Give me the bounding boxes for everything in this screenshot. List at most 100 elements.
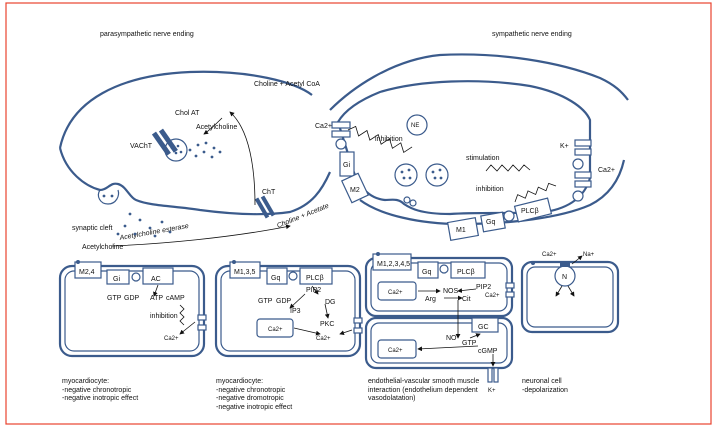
- cell3-ca-store: Ca2+: [388, 290, 403, 296]
- label-synaptic-cleft: synaptic cleft: [72, 225, 113, 232]
- cell-myocardiocyte-2: [214, 260, 363, 358]
- cell4-n: N: [562, 274, 567, 281]
- caption-line: vasodolatation): [368, 395, 416, 402]
- cht-transporter: [254, 197, 270, 219]
- label-inhibition-2: inhibition: [476, 186, 504, 193]
- label-ca-symp: Ca2+: [315, 123, 332, 130]
- caption-cell4: neuronal cell -depolarization: [522, 378, 568, 395]
- cell3-gtp: GTP: [462, 340, 477, 347]
- ne-vesicle: [406, 114, 428, 136]
- cell2-pip2: PIP2: [306, 287, 321, 294]
- m2-symp-box: [340, 172, 370, 204]
- label-k-plus: K+: [560, 143, 569, 150]
- cell1-atp: ATP: [150, 295, 163, 302]
- sympathetic-nerve-ending: [329, 53, 629, 241]
- cell2-gq: Gq: [271, 275, 280, 282]
- cell3-nos: NOS: [443, 288, 459, 295]
- k-channel: [574, 139, 592, 147]
- cell3-pip2: PIP2: [476, 284, 491, 291]
- cell1-inhibition: inhibition: [150, 313, 178, 320]
- label-acetylcholine-esterase: Acetylcholine esterase: [118, 223, 189, 242]
- caption-line: -negative chronotropic: [62, 386, 132, 394]
- label-cht: ChT: [262, 189, 276, 196]
- cell3-arg: Arg: [425, 296, 436, 303]
- caption-line: interaction (endothelium dependent: [368, 386, 478, 394]
- ca-channel-symp-right: [574, 171, 592, 179]
- cell2-dg: DG: [325, 299, 336, 306]
- cell2-plcb: PLCβ: [306, 275, 324, 282]
- cell1-gi: Gi: [113, 276, 120, 283]
- cell-smooth-muscle: [364, 300, 514, 383]
- caption-line: myocardiocyte:: [62, 378, 110, 385]
- cell3-cgmp: cGMP: [478, 348, 498, 355]
- cell2-gtp: GTP: [258, 298, 273, 305]
- caption-cell1: myocardiocyte: -negative chronotropic -n…: [62, 378, 138, 404]
- label-acetylcholine-bottom: Acetylcholine: [82, 244, 123, 251]
- cell3-plcb: PLCβ: [457, 269, 475, 276]
- cell2-ca-store: [256, 318, 294, 338]
- cell1-ac: AC: [151, 276, 161, 283]
- label-inhibition-1: inhibition: [375, 136, 403, 143]
- cell4-ca: Ca2+: [542, 252, 557, 258]
- cell1-gdp: GDP: [124, 295, 140, 302]
- cell3-ca-store2: Ca2+: [388, 348, 403, 354]
- gq-symp-box: [480, 211, 506, 233]
- cell1-receptor-box: [74, 261, 102, 279]
- label-ca-symp-right: Ca2+: [598, 167, 615, 174]
- caption-line: endothelial-vascular smooth muscle: [368, 378, 480, 385]
- caption-cell2: myocardiocyte: -negative chronotropic -n…: [216, 378, 292, 412]
- cell2-ca: Ca2+: [316, 336, 331, 342]
- cell-endothelial: [364, 252, 515, 318]
- label-parasympathetic: parasympathetic nerve ending: [100, 31, 194, 38]
- label-gq-symp: Gq: [486, 219, 495, 226]
- cell3-no: NO: [446, 335, 457, 342]
- cell3-cit: Cit: [462, 296, 471, 303]
- cell2-ip3: IP3: [290, 308, 301, 315]
- caption-line: neuronal cell: [522, 378, 562, 385]
- cell2-receptor: M1,3,5: [234, 269, 256, 276]
- cell-neuronal: [520, 255, 620, 334]
- label-vacht: VAChT: [130, 143, 153, 150]
- cell-myocardiocyte-1: [58, 260, 207, 358]
- label-m1-symp: M1: [456, 227, 466, 234]
- caption-line: -negative dromotropic: [216, 395, 284, 402]
- cell3-gc: GC: [478, 324, 489, 331]
- label-gi-symp: Gi: [343, 162, 350, 169]
- label-plcb-symp: PLCβ: [521, 208, 539, 215]
- cell2-ca-store-label: Ca2+: [268, 327, 283, 333]
- caption-line: -negative inotropic effect: [62, 395, 139, 402]
- plcb-symp-box: [513, 197, 553, 223]
- cell2-pkc: PKC: [320, 321, 334, 328]
- caption-line: myocardiocyte:: [216, 378, 264, 385]
- cleft-acetylcholine: [116, 212, 172, 238]
- cell4-na: Na+: [583, 252, 595, 258]
- cell3-ca: Ca2+: [485, 293, 500, 299]
- label-chol-at: Chol AT: [175, 110, 200, 117]
- outer-frame: [5, 2, 712, 425]
- caption-cell3: endothelial-vascular smooth muscle inter…: [368, 378, 479, 404]
- cell1-ca: Ca2+: [164, 336, 179, 342]
- vacht-transporter: [151, 131, 171, 156]
- label-m2-symp: M2: [350, 187, 360, 194]
- label-ne: NE: [411, 123, 419, 129]
- cell1-gtp: GTP: [107, 295, 122, 302]
- label-sympathetic: sympathetic nerve ending: [492, 31, 572, 38]
- label-stimulation: stimulation: [466, 155, 500, 162]
- cell1-receptor: M2,4: [79, 269, 95, 276]
- ca-channel-symp: [331, 121, 351, 129]
- caption-line: -depolarization: [522, 386, 568, 394]
- cell2-gdp: GDP: [276, 298, 292, 305]
- m1-symp-box: [446, 217, 480, 241]
- label-acetylcholine-top: Acetylcholine: [196, 124, 237, 131]
- cell3-gq: Gq: [422, 269, 431, 276]
- caption-line: -negative chronotropic: [216, 386, 286, 394]
- label-choline-acetyl-coa: Choline + Acetyl CoA: [254, 81, 320, 88]
- cell3-k: K+: [488, 388, 496, 394]
- parasympathetic-nerve-ending: [58, 70, 332, 219]
- gi-symp-box: [339, 151, 355, 177]
- caption-line: -negative inotropic effect: [216, 403, 293, 411]
- cell3-receptor: M1,2,3,4,5: [377, 261, 410, 268]
- cell1-camp: cAMP: [166, 295, 185, 302]
